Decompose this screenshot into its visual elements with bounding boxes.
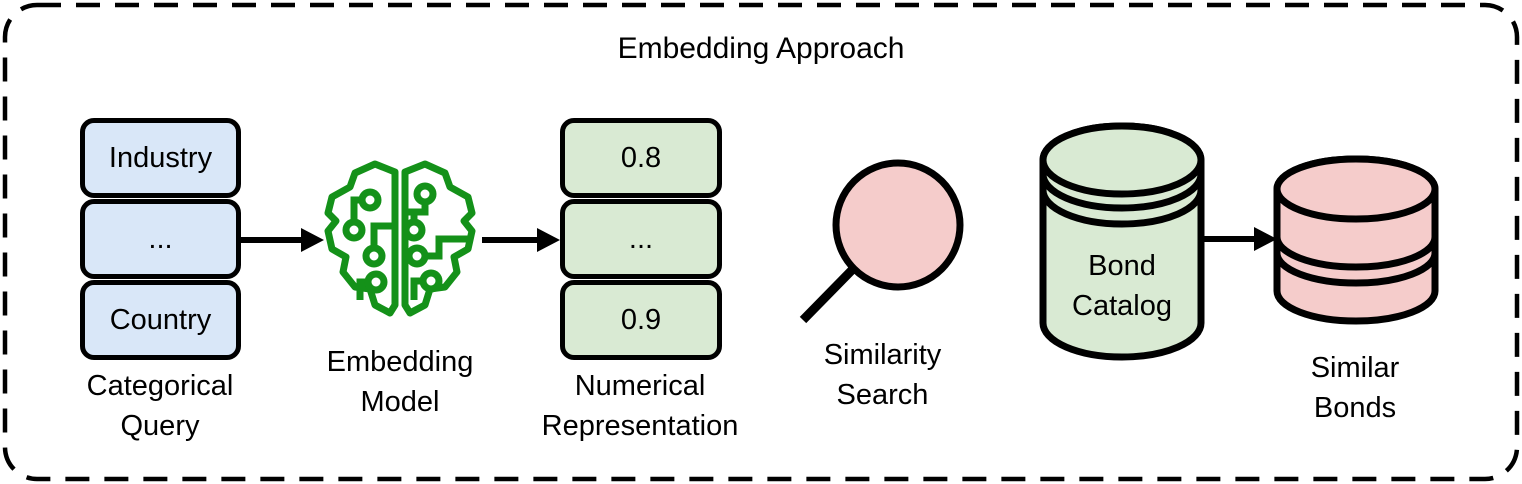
numerical-box-ellipsis: ... (560, 199, 722, 279)
embedding-model-label: Embedding Model (326, 346, 474, 418)
arrow-model-to-numbers-icon (482, 228, 560, 252)
numerical-box-0-9: 0.9 (560, 280, 722, 360)
diagram-title: Embedding Approach (617, 32, 905, 65)
bond-catalog-label: Bond Catalog (1072, 250, 1172, 322)
database-cylinder-icon (1039, 122, 1205, 361)
categorical-query-box-ellipsis: ... (80, 199, 241, 279)
similar-bonds-label: Similar Bonds (1310, 352, 1400, 424)
numerical-box-0-8: 0.8 (560, 118, 722, 198)
circuit-brain-icon (324, 160, 476, 317)
arrow-query-to-model-icon (240, 228, 324, 252)
similarity-search-label: Similarity Search (823, 339, 942, 411)
stacked-disks-icon (1273, 155, 1439, 325)
arrow-catalog-to-bonds-icon (1203, 227, 1277, 251)
categorical-query-label: Categorical Query (86, 370, 234, 442)
magnifier-icon (799, 159, 964, 324)
numerical-representation-label: Numerical Representation (541, 370, 739, 442)
numerical-representation-stack: 0.8 ... 0.9 (560, 118, 722, 360)
categorical-query-stack: Industry ... Country (80, 118, 241, 360)
categorical-query-box-industry: Industry (80, 118, 241, 198)
categorical-query-box-country: Country (80, 280, 241, 360)
